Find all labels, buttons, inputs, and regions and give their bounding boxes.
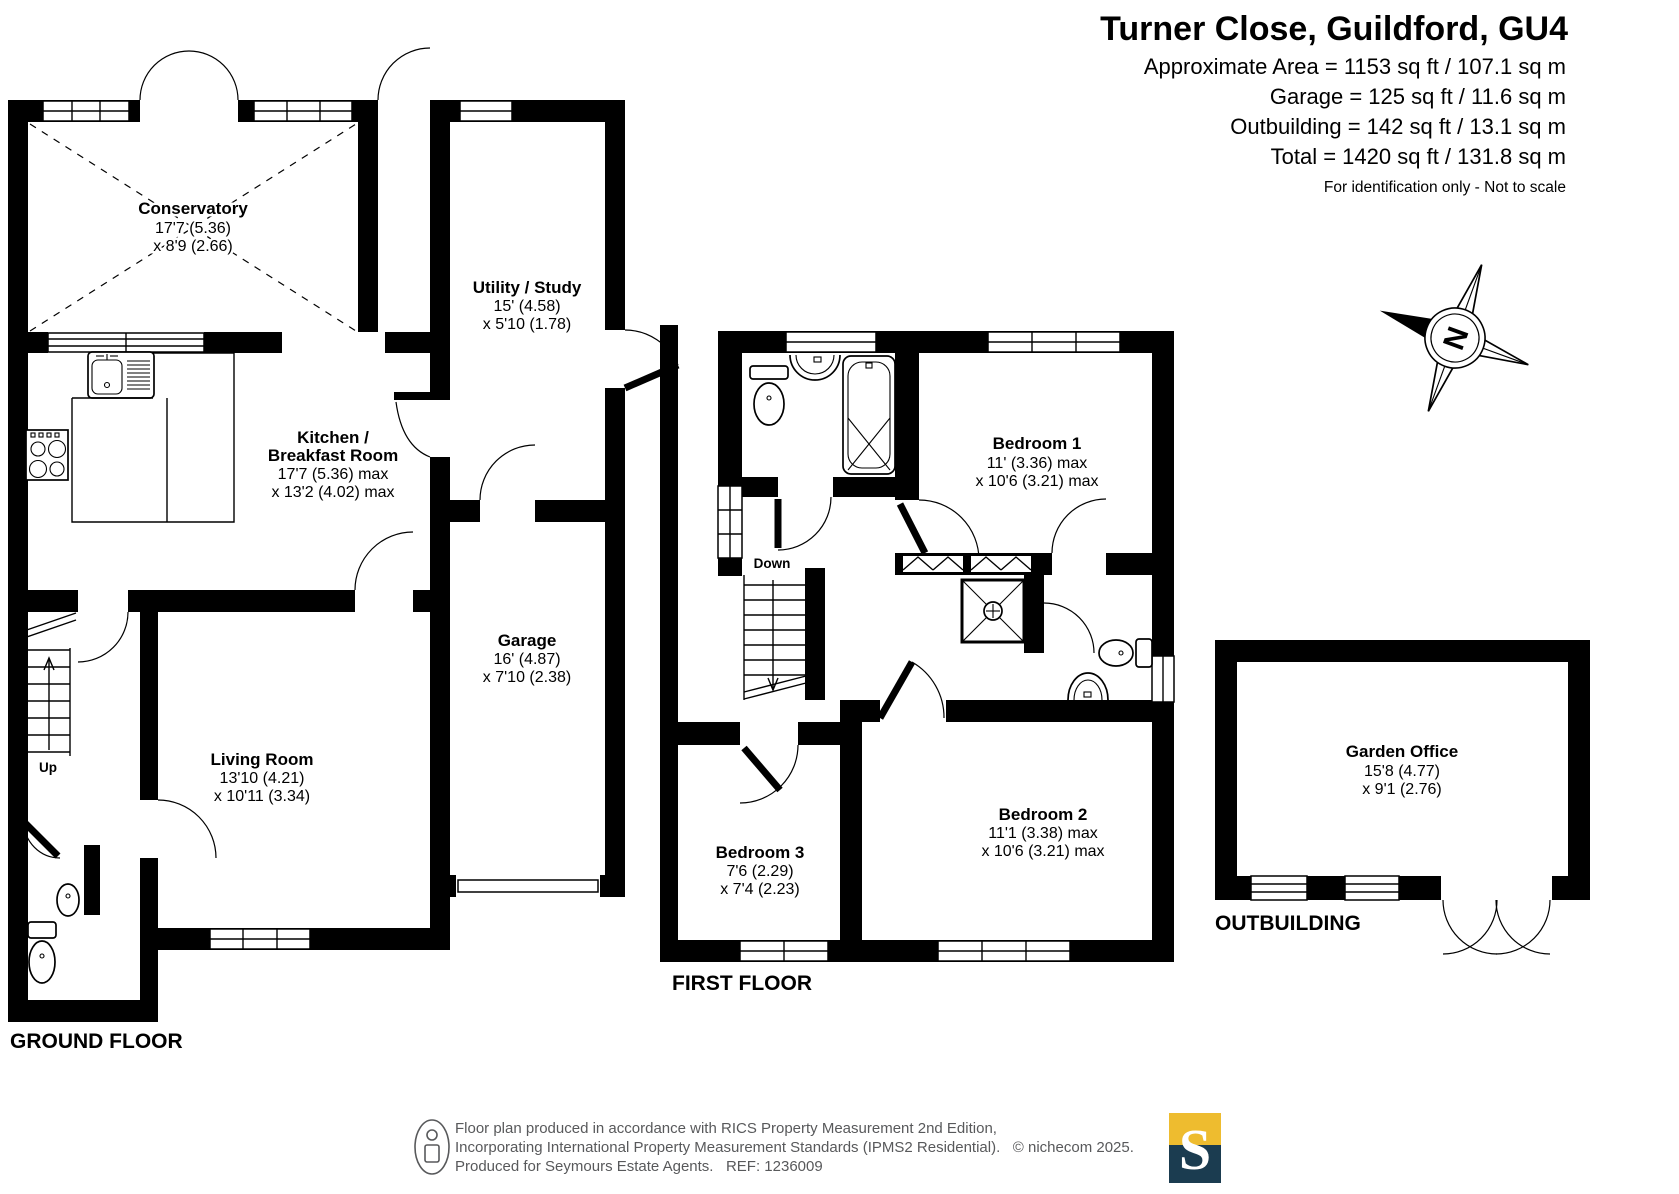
first-floor-labels: Bedroom 1 11' (3.36) max x 10'6 (3.21) m… [672,432,1107,996]
living-room-dim1-label: 13'10 (4.21) [220,770,305,787]
conservatory-dim1-label: 17'7 (5.36) [155,220,231,237]
conservatory-name-label: Conservatory [138,199,248,218]
footer-line1: Floor plan produced in accordance with R… [455,1120,997,1137]
area-line-outbuilding: Outbuilding = 142 sq ft / 13.1 sq m [1230,114,1566,139]
footer-line3: Produced for Seymours Estate Agents. REF… [455,1158,823,1175]
wardrobe-doors-icon [902,556,1032,572]
first-floor-doors [739,496,1107,804]
basin-icon [56,883,80,917]
utility-name-label: Utility / Study [473,278,582,297]
outbuilding-labels: Garden Office 15'8 (4.77) x 9'1 (2.76) O… [1215,740,1461,936]
garage-dim2-label: x 7'10 (2.38) [483,669,571,686]
first-floor-windows [717,331,1175,962]
kitchen-name1-label: Kitchen / [297,428,369,447]
ground-floor-windows [42,100,599,950]
kitchen-dim1-label: 17'7 (5.36) max [278,466,389,483]
first-floor-stairs [743,575,807,700]
footer: Floor plan produced in accordance with R… [414,1113,1221,1183]
bedroom3-dim2-label: x 7'4 (2.23) [720,881,800,898]
bedroom1-dim1-label: 11' (3.36) max [987,455,1088,472]
first-floor-title: FIRST FLOOR [672,972,812,995]
seymours-logo-letter: S [1179,1117,1211,1182]
wc-fixtures [27,883,80,984]
garage-name-label: Garage [498,631,557,650]
living-room-dim2-label: x 10'11 (3.34) [214,788,310,805]
outbuilding-title: OUTBUILDING [1215,912,1361,935]
bedroom2-dim2-label: x 10'6 (3.21) max [981,843,1104,860]
stairs-down-label: Down [754,556,791,571]
utility-dim2-label: x 5'10 (1.78) [483,316,571,333]
ground-floor-labels: Conservatory 17'7 (5.36) x 8'9 (2.66) Ut… [10,197,584,1054]
footer-line2: Incorporating International Property Mea… [455,1139,1134,1156]
garden-office-dim1-label: 15'8 (4.77) [1364,763,1440,780]
area-line-garage: Garage = 125 sq ft / 11.6 sq m [1270,84,1566,109]
ground-floor-title: GROUND FLOOR [10,1030,183,1053]
basin-icon [789,354,841,381]
area-line-total-area: Approximate Area = 1153 sq ft / 107.1 sq… [1144,54,1566,79]
bedroom3-name-label: Bedroom 3 [716,843,805,862]
toilet-icon [1098,638,1153,668]
drainer-icon [127,360,150,390]
bedroom1-dim2-label: x 10'6 (3.21) max [975,473,1098,490]
living-room-name-label: Living Room [211,750,314,769]
garage-dim1-label: 16' (4.87) [493,651,560,668]
hob-icon [25,429,69,481]
outbuilding-windows [1250,875,1400,901]
area-line-total: Total = 1420 sq ft / 131.8 sq m [1271,144,1566,169]
disclaimer-label: For identification only - Not to scale [1324,179,1566,196]
toilet-icon [27,921,57,984]
garden-office-dim2-label: x 9'1 (2.76) [1362,781,1442,798]
kitchen-fixtures [25,351,235,523]
toilet-icon [749,365,789,426]
bedroom2-name-label: Bedroom 2 [999,805,1088,824]
outbuilding-walls [1215,640,1590,900]
ground-floor-stairs [17,612,77,756]
basin-icon [1067,672,1109,701]
bath-icon [842,355,896,475]
header: Turner Close, Guildford, GU4 Approximate… [1100,10,1568,196]
bedroom3-dim1-label: 7'6 (2.29) [726,863,793,880]
page-title: Turner Close, Guildford, GU4 [1100,10,1568,48]
kitchen-dim2-label: x 13'2 (4.02) max [271,484,394,501]
ensuite-fixtures [960,578,1153,701]
first-floor-plan: Bedroom 1 11' (3.36) max x 10'6 (3.21) m… [660,325,1175,996]
person-height-icon [414,1119,450,1175]
seymours-logo: S [1169,1113,1221,1183]
ground-floor-plan: Conservatory 17'7 (5.36) x 8'9 (2.66) Ut… [8,47,680,1054]
garden-office-name-label: Garden Office [1346,742,1458,761]
bedroom1-name-label: Bedroom 1 [993,434,1082,453]
compass-north-icon: N [1379,264,1529,412]
shower-icon [960,578,1026,644]
utility-dim1-label: 15' (4.58) [493,298,560,315]
bedroom2-dim1-label: 11'1 (3.38) max [988,825,1097,842]
stairs-up-label: Up [39,760,57,775]
kitchen-name2-label: Breakfast Room [268,446,398,465]
conservatory-dim2-label: x 8'9 (2.66) [153,238,233,255]
outbuilding-doors [1442,899,1551,955]
bathroom-fixtures [749,354,896,475]
outbuilding-plan: Garden Office 15'8 (4.77) x 9'1 (2.76) O… [1215,640,1590,955]
